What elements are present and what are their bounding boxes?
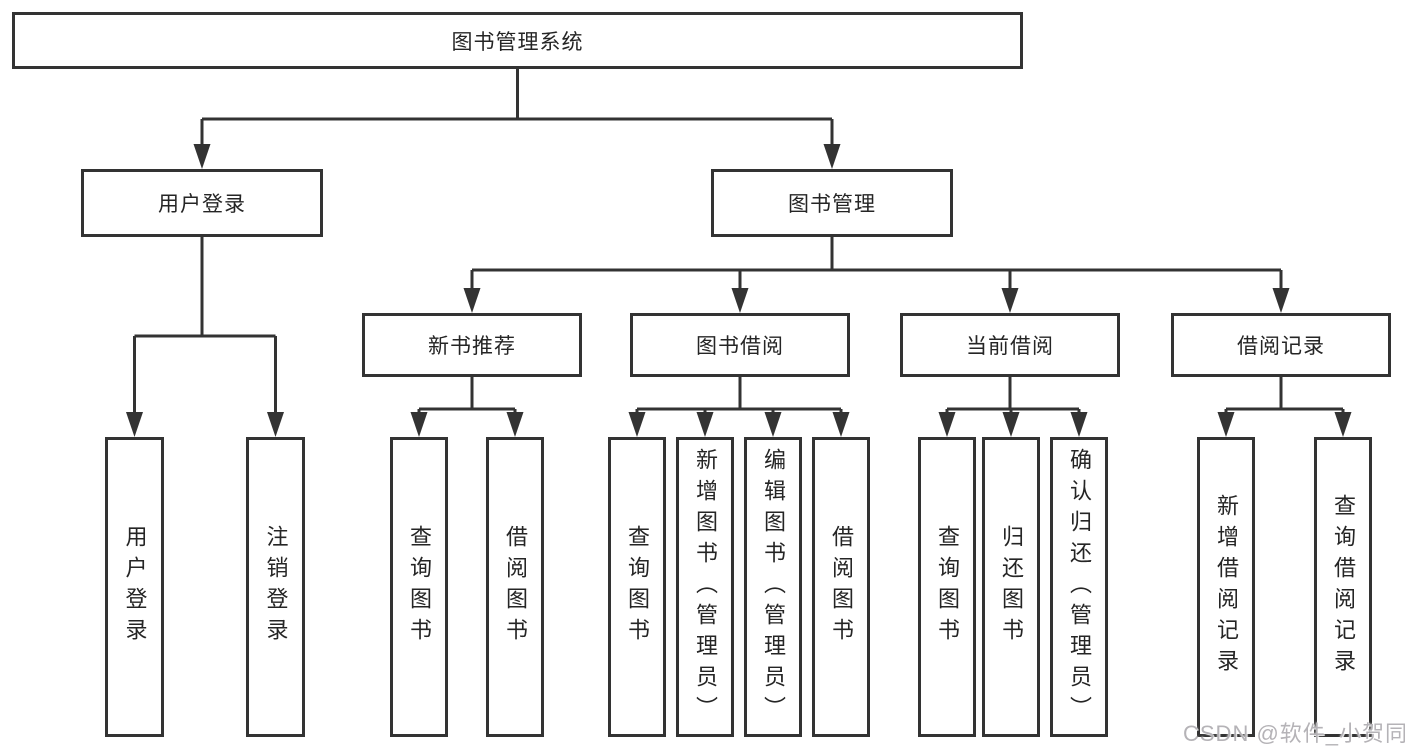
connector-new-book-rec-children — [410, 377, 524, 437]
connector-user-login-children — [126, 237, 284, 437]
node-book-borrowing: 图书借阅 — [630, 313, 850, 377]
connector-book-borrow-children — [628, 377, 850, 437]
node-label: 查询图书 — [407, 525, 432, 649]
leaf-borrow-books-rec: 借阅图书 — [486, 437, 544, 737]
leaf-edit-books-admin: 编辑图书（管理员） — [744, 437, 802, 737]
node-library-system: 图书管理系统 — [12, 12, 1023, 69]
node-label: 借阅记录 — [1237, 335, 1325, 358]
connector-current-borrow-children — [938, 377, 1088, 437]
node-borrowing-records: 借阅记录 — [1171, 313, 1391, 377]
node-label: 用户登录 — [158, 193, 246, 216]
node-label: 借阅图书 — [829, 525, 854, 649]
connector-borrow-record-children — [1217, 377, 1352, 437]
leaf-confirm-return-admin: 确认归还（管理员） — [1050, 437, 1108, 737]
node-label: 图书借阅 — [696, 335, 784, 358]
leaf-return-books: 归还图书 — [982, 437, 1040, 737]
leaf-add-books-admin: 新增图书（管理员） — [676, 437, 734, 737]
leaf-user-login: 用户登录 — [105, 437, 164, 737]
node-label: 新书推荐 — [428, 335, 516, 358]
node-current-borrowing: 当前借阅 — [900, 313, 1120, 377]
leaf-query-books-borrow: 查询图书 — [608, 437, 666, 737]
node-book-management: 图书管理 — [711, 169, 953, 237]
node-label: 图书管理系统 — [451, 30, 584, 54]
watermark: CSDN @软件_小贺同学 — [1183, 721, 1405, 746]
node-user-login: 用户登录 — [81, 169, 323, 237]
node-label: 编辑图书（管理员） — [761, 447, 786, 727]
connector-root-to-level2 — [193, 68, 841, 169]
node-label: 借阅图书 — [503, 525, 528, 649]
leaf-logout: 注销登录 — [246, 437, 305, 737]
leaf-add-borrow-record: 新增借阅记录 — [1197, 437, 1255, 737]
node-label: 查询借阅记录 — [1331, 494, 1356, 680]
node-label: 用户登录 — [122, 525, 148, 649]
leaf-query-borrow-record: 查询借阅记录 — [1314, 437, 1372, 737]
connector-book-mgmt-children — [463, 237, 1290, 313]
node-label: 图书管理 — [788, 193, 876, 216]
node-label: 查询图书 — [935, 525, 960, 649]
leaf-query-books-rec: 查询图书 — [390, 437, 448, 737]
node-new-book-recommend: 新书推荐 — [362, 313, 582, 377]
node-label: 新增图书（管理员） — [693, 447, 718, 727]
node-label: 当前借阅 — [966, 335, 1054, 358]
node-label: 新增借阅记录 — [1214, 494, 1239, 680]
node-label: 确认归还（管理员） — [1067, 447, 1092, 727]
node-label: 注销登录 — [263, 525, 289, 649]
node-label: 查询图书 — [625, 525, 650, 649]
leaf-borrow-books: 借阅图书 — [812, 437, 870, 737]
node-label: 归还图书 — [999, 525, 1024, 649]
leaf-query-books-current: 查询图书 — [918, 437, 976, 737]
